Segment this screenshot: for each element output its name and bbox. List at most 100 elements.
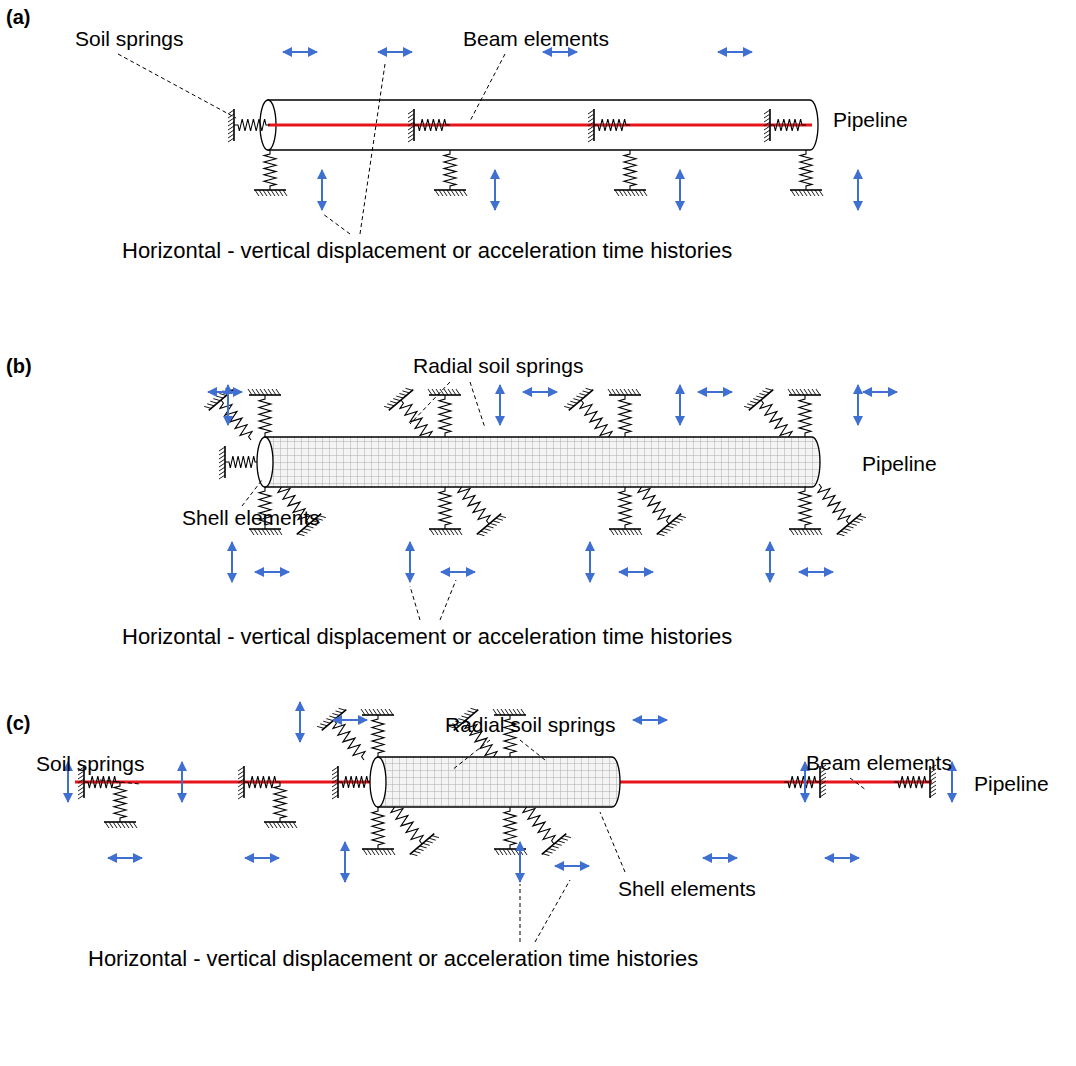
- ground-hatch: [630, 529, 634, 535]
- vertical-motion-arrow: [409, 542, 411, 582]
- ground-hatch: [219, 463, 225, 467]
- ground-hatch: [228, 126, 234, 130]
- ground-hatch: [615, 190, 619, 196]
- ground-hatch: [616, 389, 620, 395]
- vertical-motion-arrow: [299, 702, 301, 742]
- ground-hatch: [428, 389, 432, 395]
- ground-hatch: [679, 516, 686, 518]
- ground-hatch: [365, 709, 369, 715]
- soil-spring: [580, 400, 612, 440]
- ground-hatch: [332, 783, 338, 787]
- ground-hatch: [113, 822, 117, 828]
- ground-hatch: [319, 516, 326, 518]
- ground-hatch: [816, 389, 820, 395]
- ground-hatch: [794, 529, 798, 535]
- soil-spring: [523, 804, 555, 844]
- horizontal-motion-arrow: [718, 51, 752, 53]
- soil-spring: [894, 776, 930, 788]
- ground-hatch: [561, 838, 568, 840]
- ground-hatch: [238, 771, 244, 775]
- leader-line: [470, 54, 505, 121]
- ground-hatch: [326, 719, 333, 721]
- ground-hatch: [588, 138, 594, 142]
- ground-hatch: [820, 785, 826, 789]
- part-label: Shell elements: [182, 506, 320, 530]
- ground-hatch: [664, 529, 671, 531]
- ground-hatch: [800, 389, 804, 395]
- ground-hatch: [379, 849, 383, 855]
- ground-hatch: [549, 849, 556, 851]
- soil-spring: [619, 395, 631, 437]
- ground-hatch: [838, 534, 845, 536]
- ground-hatch: [426, 841, 433, 843]
- ground-hatch: [481, 531, 488, 533]
- soil-spring: [800, 150, 812, 190]
- ground-hatch: [387, 404, 394, 406]
- ground-hatch: [391, 849, 395, 855]
- ground-hatch: [762, 391, 769, 393]
- ground-hatch: [523, 849, 527, 855]
- ground-hatch: [408, 114, 414, 118]
- ground-hatch: [588, 122, 594, 126]
- ground-hatch: [264, 389, 268, 395]
- vertical-motion-arrow: [519, 842, 521, 882]
- part-label: Radial soil springs: [445, 713, 615, 737]
- ground-hatch: [248, 389, 252, 395]
- ground-hatch: [238, 775, 244, 779]
- ground-hatch: [332, 775, 338, 779]
- ground-hatch: [228, 122, 234, 126]
- part-label: Beam elements: [806, 751, 952, 775]
- ground-hatch: [503, 849, 507, 855]
- ground-hatch: [408, 110, 414, 114]
- ground-hatch: [564, 836, 571, 838]
- ground-hatch: [764, 126, 770, 130]
- ground-hatch: [490, 523, 497, 525]
- ground-hatch: [798, 529, 802, 535]
- ground-hatch: [259, 190, 263, 196]
- ground-hatch: [803, 190, 807, 196]
- ground-hatch: [275, 190, 279, 196]
- ground-hatch: [420, 846, 427, 848]
- ground-hatch: [766, 388, 773, 390]
- panel-letter: (b): [6, 355, 32, 378]
- ground-hatch: [859, 516, 866, 518]
- ground-hatch: [285, 822, 289, 828]
- ground-hatch: [385, 709, 389, 715]
- soil-spring: [333, 720, 365, 760]
- input-note: Horizontal - vertical displacement or ac…: [122, 624, 732, 649]
- ground-hatch: [841, 531, 848, 533]
- ground-hatch: [207, 404, 214, 406]
- ground-hatch: [440, 389, 444, 395]
- ground-hatch: [371, 849, 375, 855]
- pipeline-end: [257, 437, 273, 487]
- ground-hatch: [339, 708, 346, 710]
- soil-spring: [274, 782, 286, 822]
- ground-hatch: [764, 110, 770, 114]
- ground-hatch: [815, 190, 819, 196]
- leader-line: [360, 64, 385, 234]
- ground-hatch: [930, 789, 936, 793]
- ground-hatch: [408, 118, 414, 122]
- ground-hatch: [759, 393, 766, 395]
- ground-hatch: [219, 471, 225, 475]
- ground-hatch: [266, 529, 270, 535]
- ground-hatch: [78, 775, 84, 779]
- soil-spring: [372, 715, 384, 757]
- ground-hatch: [408, 130, 414, 134]
- soil-spring: [264, 150, 276, 190]
- leader-line: [535, 880, 570, 942]
- ground-hatch: [622, 529, 626, 535]
- ground-hatch: [471, 708, 478, 710]
- ground-hatch: [850, 523, 857, 525]
- ground-hatch: [764, 114, 770, 118]
- soil-spring: [225, 456, 259, 468]
- ground-hatch: [493, 521, 500, 523]
- part-label: Shell elements: [618, 877, 756, 901]
- soil-spring: [784, 776, 820, 788]
- part-label: Radial soil springs: [413, 354, 583, 378]
- vertical-motion-arrow: [227, 385, 229, 425]
- ground-hatch: [289, 822, 293, 828]
- ground-hatch: [238, 795, 244, 799]
- vertical-motion-arrow: [679, 170, 681, 210]
- ground-hatch: [790, 529, 794, 535]
